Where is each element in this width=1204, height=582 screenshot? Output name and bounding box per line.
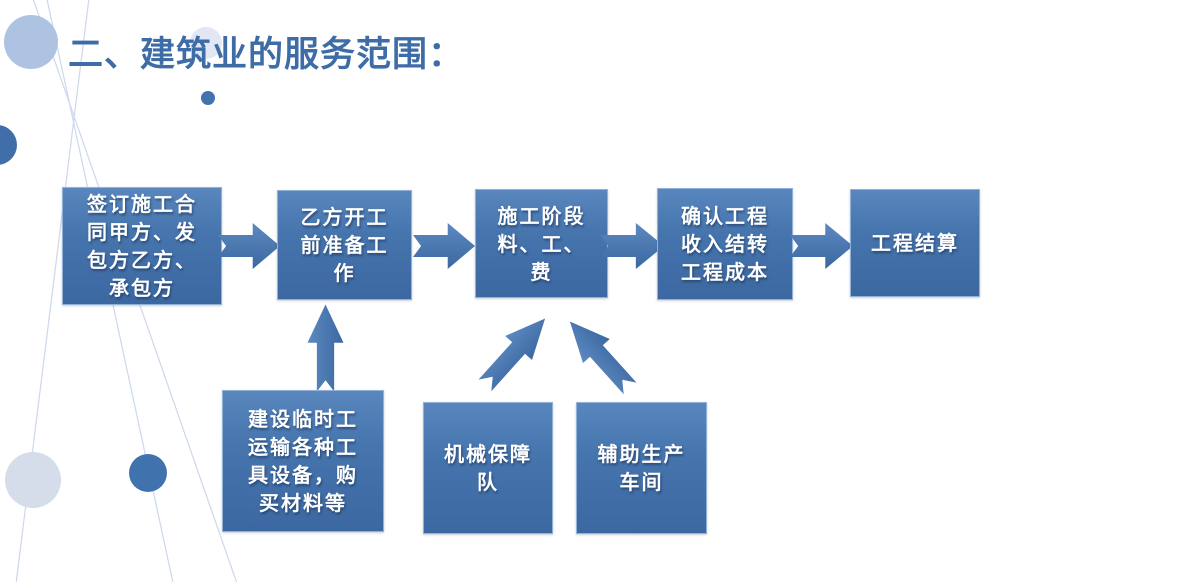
arrow-right-icon	[600, 223, 664, 269]
support-step-machinery-support-team: 机械保障 队	[423, 402, 553, 534]
support-step-label: 机械保障 队	[444, 442, 532, 494]
support-step-label: 辅助生产 车间	[597, 442, 686, 494]
decorative-circle-bottom-mid	[129, 454, 167, 492]
decorative-circle-bottom-left	[5, 452, 61, 508]
decorative-circle-left-edge	[0, 125, 17, 165]
support-step-auxiliary-production-workshop: 辅助生产 车间	[576, 402, 707, 534]
arrow-right-icon	[413, 223, 475, 269]
support-step-temp-facilities-materials: 建设临时工 运输各种工 具设备，购 买材料等	[222, 390, 384, 532]
flow-step-project-settlement: 工程结算	[850, 189, 980, 297]
arrow-up-icon	[307, 304, 344, 392]
arrow-up-right-icon	[478, 318, 546, 392]
flow-step-sign-contract: 签订施工合 同甲方、发 包方乙方、 承包方	[62, 187, 222, 305]
flow-step-pre-construction-prep: 乙方开工 前准备工 作	[277, 190, 412, 300]
flow-step-label: 乙方开工 前准备工 作	[300, 205, 389, 285]
flow-step-confirm-revenue-costs: 确认工程 收入结转 工程成本	[657, 188, 793, 300]
flow-step-label: 工程结算	[871, 231, 959, 255]
decorative-circle-behind-title	[190, 27, 222, 59]
flow-step-label: 确认工程 收入结转 工程成本	[681, 204, 769, 284]
flow-step-label: 签订施工合 同甲方、发 包方乙方、 承包方	[87, 192, 197, 300]
decorative-circle-top-left	[4, 15, 58, 69]
arrow-right-icon	[790, 223, 853, 269]
page-title: 二、建筑业的服务范围：	[68, 35, 465, 75]
support-step-label: 建设临时工 运输各种工 具设备，购 买材料等	[248, 407, 358, 515]
arrow-up-left-icon	[569, 321, 637, 395]
flow-step-construction-phase: 施工阶段 料、工、 费	[475, 189, 608, 298]
decorative-dot-below-title	[201, 91, 215, 105]
flow-step-label: 施工阶段 料、工、 费	[497, 203, 586, 284]
arrow-right-icon	[218, 223, 280, 269]
